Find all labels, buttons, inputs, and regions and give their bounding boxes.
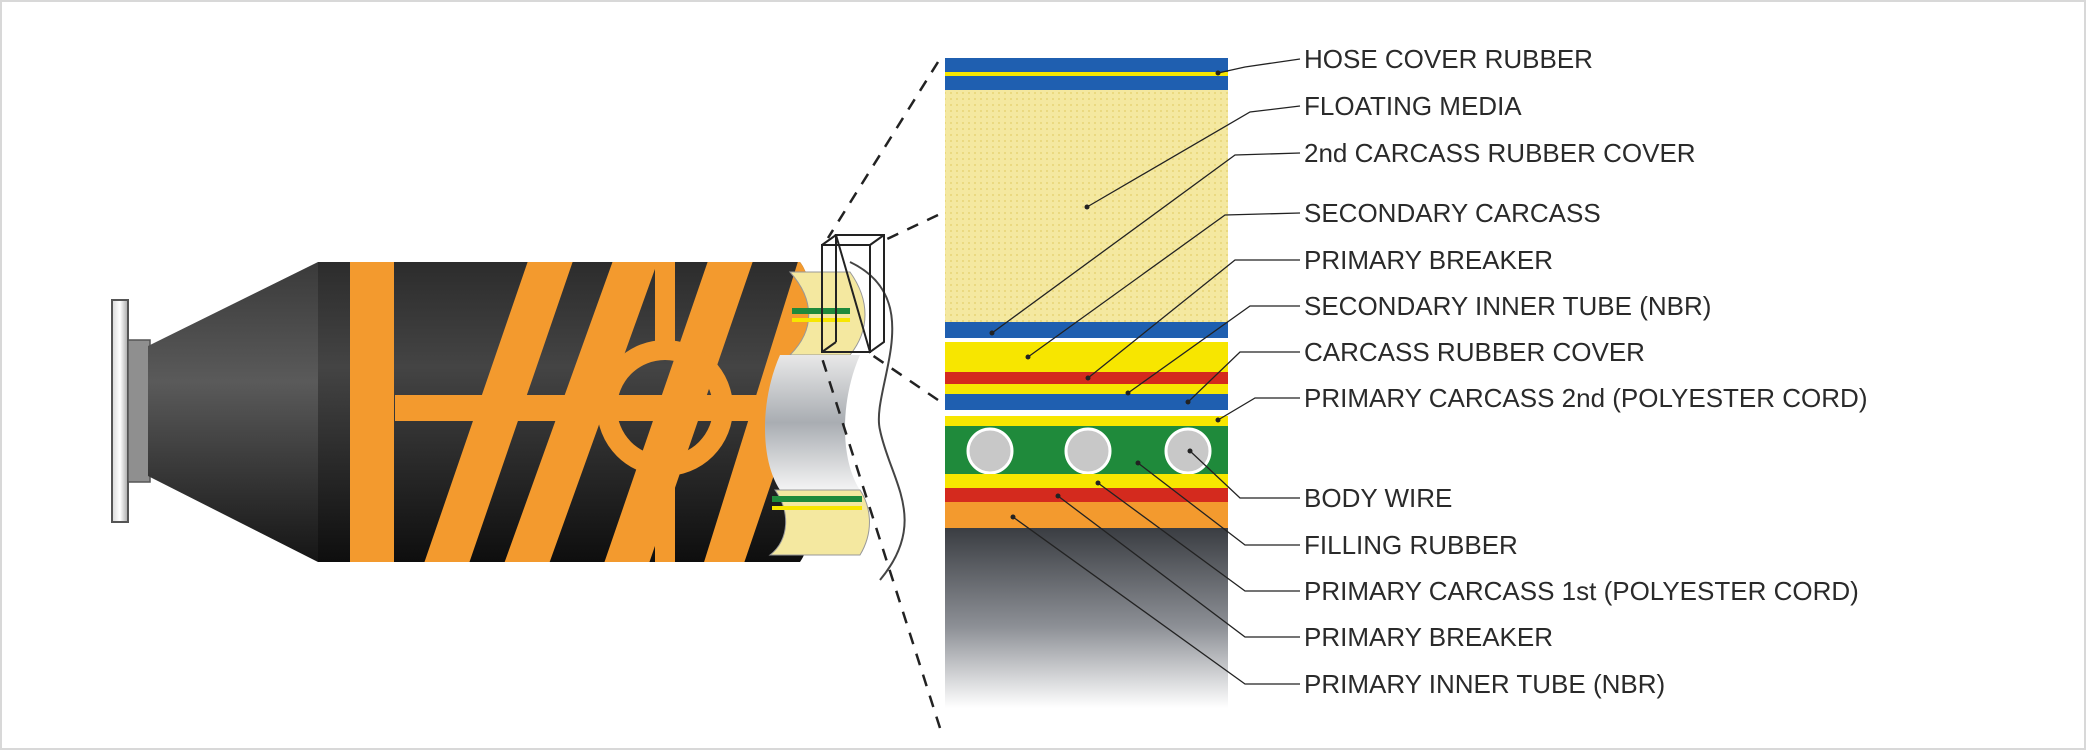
label-body-wire: BODY WIRE	[1304, 483, 1452, 513]
leader-dots	[989, 70, 1221, 520]
layer-carcass-rubber-cover	[945, 416, 1228, 426]
body-wire-1	[966, 427, 1014, 475]
flange-neck	[127, 339, 151, 483]
layer-labels: HOSE COVER RUBBER FLOATING MEDIA 2nd CAR…	[1304, 44, 1867, 699]
end-flange	[111, 299, 129, 523]
label-carcass-rubber-cover: CARCASS RUBBER COVER	[1304, 337, 1645, 367]
layer-primary-inner-tube	[945, 502, 1228, 528]
layer-stack	[945, 58, 1228, 708]
body-wire-2	[1064, 427, 1112, 475]
label-hose-cover-rubber: HOSE COVER RUBBER	[1304, 44, 1593, 74]
inner-bore-gradient	[945, 528, 1228, 708]
label-primary-breaker-lower: PRIMARY BREAKER	[1304, 622, 1553, 652]
layer-secondary-inner-tube	[945, 394, 1228, 410]
label-primary-breaker-upper: PRIMARY BREAKER	[1304, 245, 1553, 275]
label-primary-carcass-1st: PRIMARY CARCASS 1st (POLYESTER CORD)	[1304, 576, 1859, 606]
layer-primary-breaker	[945, 488, 1228, 502]
reducer-cone	[148, 262, 318, 562]
layer-secondary-carcass	[945, 342, 1228, 372]
projection-lines	[820, 61, 942, 729]
label-filling-rubber: FILLING RUBBER	[1304, 530, 1518, 560]
hose-illustration	[111, 234, 906, 581]
label-primary-carcass-2nd: PRIMARY CARCASS 2nd (POLYESTER CORD)	[1304, 383, 1867, 413]
label-secondary-carcass: SECONDARY CARCASS	[1304, 198, 1601, 228]
layer-2nd-carcass-rubber-cover	[945, 322, 1228, 338]
label-primary-inner-tube: PRIMARY INNER TUBE (NBR)	[1304, 669, 1665, 699]
leader-lines	[991, 58, 1301, 685]
cutaway-section	[765, 261, 906, 581]
label-floating-media: FLOATING MEDIA	[1304, 91, 1522, 121]
orange-stripes	[350, 262, 823, 562]
zoom-marker-box	[821, 234, 885, 354]
label-secondary-inner-tube: SECONDARY INNER TUBE (NBR)	[1304, 291, 1711, 321]
layer-primary-carcass-1st	[945, 474, 1228, 488]
label-2nd-carcass-rubber-cover: 2nd CARCASS RUBBER COVER	[1304, 138, 1696, 168]
layer-hose-cover-rubber	[945, 58, 1228, 72]
inner-bore	[765, 355, 860, 490]
